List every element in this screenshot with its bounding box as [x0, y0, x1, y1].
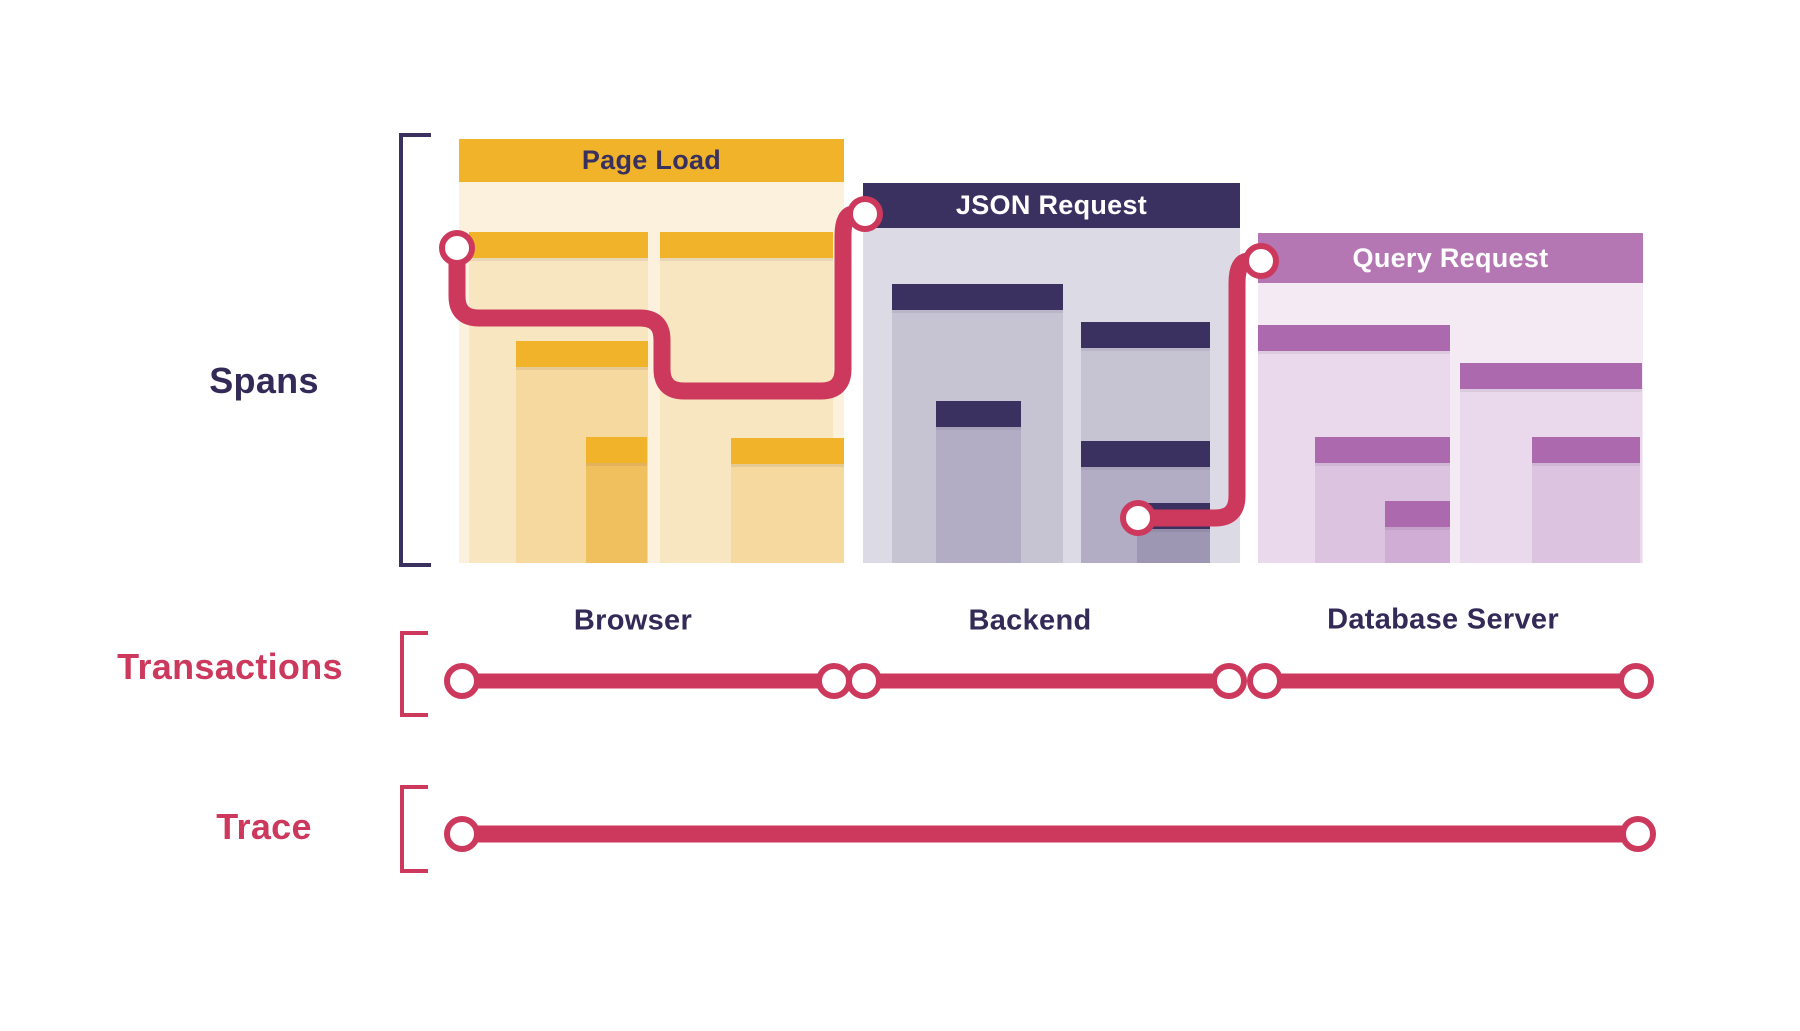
section-title: Query Request [1352, 242, 1549, 273]
transaction-endpoint-circle [1618, 663, 1654, 699]
span-bar-header [1460, 363, 1642, 389]
transaction-endpoint-circle [1211, 663, 1247, 699]
span-bar-header [586, 437, 647, 463]
flow-node-circle [1243, 243, 1279, 279]
span-bar-header [1258, 325, 1450, 351]
span-bar-body [1385, 527, 1450, 563]
flow-node-circle [1120, 500, 1156, 536]
transaction-endpoint-circle [846, 663, 882, 699]
section-header-browser: Page Load [459, 139, 844, 182]
section-title: Page Load [581, 145, 722, 175]
column-label-backend: Backend [968, 604, 1092, 637]
span-bar-header [1532, 437, 1640, 463]
span-bar-header [1385, 501, 1450, 527]
trace-node-circles-group [439, 196, 1656, 852]
trace-endpoint-circle [1620, 816, 1656, 852]
transaction-endpoint-circle [444, 663, 480, 699]
trace-flow-path [448, 205, 865, 400]
trace-flow-path-group [448, 205, 1261, 527]
span-bar-header [936, 401, 1021, 427]
column-label-browser: Browser [573, 604, 693, 637]
spans-row-label: Spans [209, 360, 319, 401]
section-title: JSON Request [955, 190, 1148, 220]
span-bar-header [516, 341, 648, 367]
section-header-database: Query Request [1258, 233, 1643, 283]
brackets-group [399, 133, 431, 873]
span-bar-body [936, 427, 1021, 563]
span-bar-header [892, 284, 1063, 310]
transactions-row-label: Transactions [117, 646, 343, 687]
span-bar-header [660, 232, 833, 258]
span-bar-header [469, 232, 648, 258]
trace-flow-path [1138, 252, 1261, 527]
bracket [400, 631, 428, 717]
bracket [399, 133, 431, 567]
span-bar-body [1137, 529, 1210, 563]
span-bar-header [1081, 322, 1210, 348]
transaction-endpoint-circle [1247, 663, 1283, 699]
span-bar-body [1532, 463, 1640, 563]
span-bar-body [731, 464, 844, 563]
timeline-lines-group [462, 673, 1638, 843]
section-header-backend: JSON Request [863, 183, 1240, 228]
column-label-database: Database Server [1327, 603, 1559, 636]
trace-endpoint-circle [444, 816, 480, 852]
span-bar-header [1315, 437, 1450, 463]
span-bar-header [731, 438, 844, 464]
bracket [400, 785, 428, 873]
trace-row-label: Trace [216, 806, 312, 847]
span-bar-body [586, 463, 647, 563]
span-bar-header [1081, 441, 1210, 467]
flow-node-circle [439, 230, 475, 266]
transaction-endpoint-circle [816, 663, 852, 699]
flow-node-circle [847, 196, 883, 232]
